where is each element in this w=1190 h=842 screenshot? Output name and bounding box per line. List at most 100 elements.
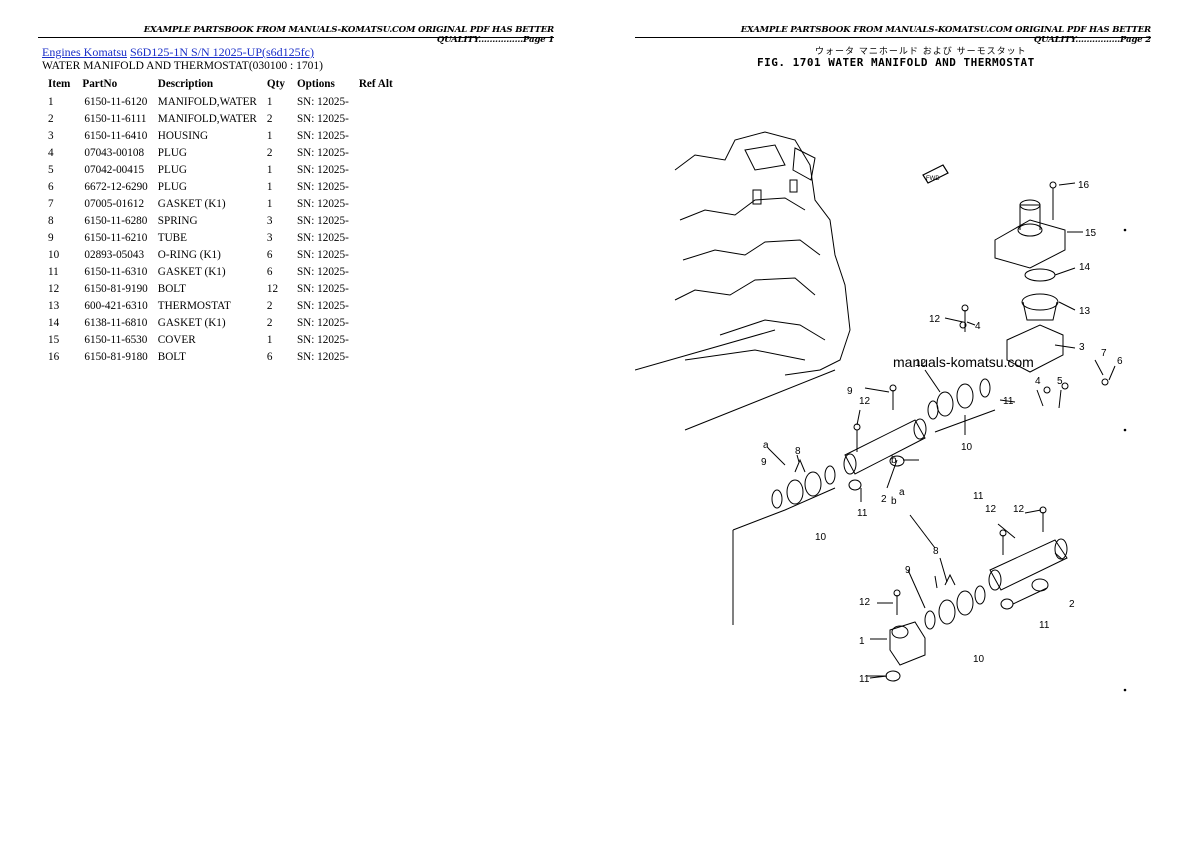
cell-options: SN: 12025- xyxy=(296,112,349,125)
cell-part-no: 07042-00415 xyxy=(84,163,145,176)
cell-qty: 2 xyxy=(266,316,273,329)
cell-part-no: 6672-12-6290 xyxy=(84,180,148,193)
cell-item: 2 xyxy=(48,112,54,125)
callout-label: 12 xyxy=(985,504,997,515)
upper-tube-drawing xyxy=(889,378,996,433)
callout-label: 10 xyxy=(973,654,985,665)
column-header-item: Item xyxy=(48,77,71,90)
cell-ref-alt xyxy=(353,93,399,110)
cell-part-no: 6150-81-9190 xyxy=(84,282,148,295)
cell-qty: 3 xyxy=(266,214,273,227)
cell-description: GASKET (K1) xyxy=(157,197,226,210)
cell-options: SN: 12025- xyxy=(296,265,349,278)
lower-tube-drawing xyxy=(893,573,986,630)
callout-label: 5 xyxy=(1057,376,1063,387)
cell-description: COVER xyxy=(157,333,196,346)
cell-part-no: 600-421-6310 xyxy=(84,299,148,312)
cell-description: GASKET (K1) xyxy=(157,316,226,329)
cell-options: SN: 12025- xyxy=(296,129,349,142)
callout-label: 12 xyxy=(915,358,927,369)
cell-ref-alt xyxy=(353,314,399,331)
cell-item: 16 xyxy=(48,350,60,363)
cell-part-no: 6150-11-6410 xyxy=(84,129,148,142)
cell-description: O-RING (K1) xyxy=(157,248,221,261)
cell-part-no: 6150-11-6530 xyxy=(84,333,148,346)
cell-ref-alt xyxy=(353,178,399,195)
cell-options: SN: 12025- xyxy=(296,316,349,329)
cell-qty: 2 xyxy=(266,146,273,159)
lower-manifold-drawing xyxy=(988,506,1068,610)
cell-part-no: 07043-00108 xyxy=(84,146,145,159)
cell-description: SPRING xyxy=(157,214,198,227)
cell-qty: 1 xyxy=(266,197,273,210)
callout-label: 14 xyxy=(1079,262,1091,273)
cell-ref-alt xyxy=(353,246,399,263)
cell-item: 3 xyxy=(48,129,54,142)
cell-qty: 6 xyxy=(266,350,273,363)
cell-ref-alt xyxy=(353,110,399,127)
cell-description: HOUSING xyxy=(157,129,209,142)
cell-item: 9 xyxy=(48,231,54,244)
breadcrumb: Engines Komatsu S6D125-1N S/N 12025-UP(s… xyxy=(42,45,314,60)
cell-item: 4 xyxy=(48,146,54,159)
callout-label: b xyxy=(891,496,897,507)
cell-qty: 2 xyxy=(266,112,273,125)
exploded-parts-diagram: FWD xyxy=(635,131,1127,692)
breadcrumb-link-engines[interactable]: Engines Komatsu xyxy=(42,45,127,59)
callout-label: b xyxy=(891,455,897,466)
callout-label: 9 xyxy=(847,386,853,397)
callout-label: 3 xyxy=(1079,342,1085,353)
cell-qty: 6 xyxy=(266,248,273,261)
cell-qty: 1 xyxy=(266,333,273,346)
cell-item: 13 xyxy=(48,299,60,312)
cell-part-no: 6150-11-6111 xyxy=(84,112,147,125)
callout-label: 7 xyxy=(1101,348,1107,359)
callout-label: 12 xyxy=(929,314,941,325)
cell-part-no: 02893-05043 xyxy=(84,248,145,261)
cell-qty: 1 xyxy=(266,180,273,193)
cell-description: GASKET (K1) xyxy=(157,265,226,278)
cell-qty: 1 xyxy=(266,95,273,108)
callout-label: 1 xyxy=(859,636,865,647)
cell-item: 6 xyxy=(48,180,54,193)
cell-options: SN: 12025- xyxy=(296,180,349,193)
figure-title: FIG. 1701 WATER MANIFOLD AND THERMOSTAT xyxy=(757,56,1035,69)
cell-item: 1 xyxy=(48,95,54,108)
cell-description: PLUG xyxy=(157,146,187,159)
cell-item: 11 xyxy=(48,265,59,278)
cell-item: 5 xyxy=(48,163,54,176)
cell-ref-alt xyxy=(353,212,399,229)
cell-options: SN: 12025- xyxy=(296,214,349,227)
cell-item: 7 xyxy=(48,197,54,210)
cell-options: SN: 12025- xyxy=(296,95,349,108)
callout-label: 16 xyxy=(1078,180,1090,191)
cell-part-no: 6138-11-6810 xyxy=(84,316,148,329)
header-divider xyxy=(38,37,554,38)
cell-ref-alt xyxy=(353,331,399,348)
cell-options: SN: 12025- xyxy=(296,197,349,210)
cell-ref-alt xyxy=(353,263,399,280)
cell-ref-alt xyxy=(353,144,399,161)
cell-description: BOLT xyxy=(157,282,186,295)
middle-manifold-drawing xyxy=(843,418,927,491)
callout-label: 10 xyxy=(961,442,973,453)
breadcrumb-link-model[interactable]: S6D125-1N S/N 12025-UP(s6d125fc) xyxy=(130,45,314,59)
callout-label: 8 xyxy=(933,546,939,557)
